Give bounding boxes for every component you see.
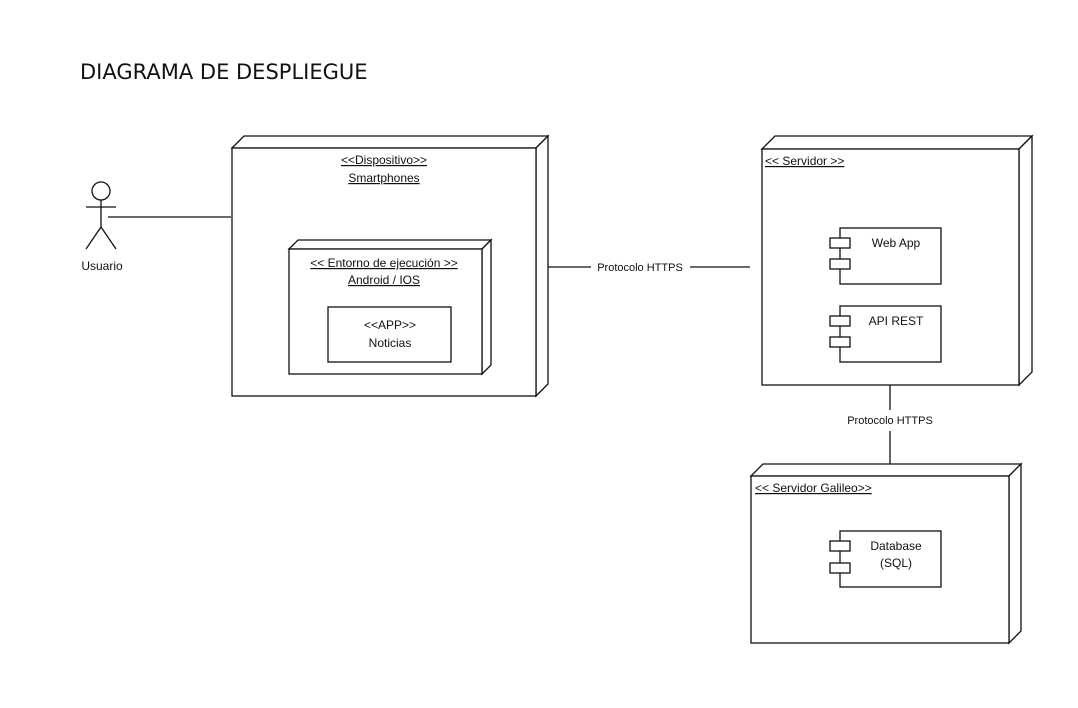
component-api-rest-box [839, 305, 942, 363]
artifact-app-name: Noticias [369, 336, 412, 350]
node-servidor-side-face [1018, 134, 1033, 387]
component-api-rest [829, 305, 942, 363]
component-api-rest-label: API REST [869, 314, 924, 328]
actor-left-leg [85, 226, 102, 250]
component-web-app [829, 227, 942, 285]
node-entorno-side-face [481, 238, 492, 376]
component-database-tab-bottom [829, 562, 851, 574]
component-database-label-line2: (SQL) [880, 556, 912, 570]
component-database-label-line1: Database [870, 539, 922, 553]
component-web-app-tab-bottom [829, 258, 851, 270]
node-entorno-name: Android / IOS [348, 273, 420, 287]
actor-usuario [85, 181, 117, 250]
node-galileo-top-face [749, 463, 1023, 477]
node-dispositivo-name: Smartphones [348, 171, 419, 185]
component-api-rest-tab-top [829, 315, 851, 327]
component-database-tab-top [829, 540, 851, 552]
connection-label-server-galileo: Protocolo HTTPS [847, 415, 933, 427]
node-dispositivo-top-face [230, 135, 550, 149]
component-database [829, 530, 942, 588]
node-dispositivo-stereotype: <<Dispositivo>> [341, 153, 427, 167]
artifact-app-stereotype: <<APP>> [364, 318, 416, 332]
node-dispositivo-side-face [535, 134, 549, 398]
component-database-box [839, 530, 942, 588]
component-web-app-tab-top [829, 237, 851, 249]
node-galileo-side-face [1008, 462, 1022, 645]
component-api-rest-tab-bottom [829, 336, 851, 348]
node-entorno-top-face [287, 239, 493, 250]
artifact-app-box [327, 306, 452, 363]
component-web-app-label: Web App [872, 236, 921, 250]
actor-right-leg [100, 226, 117, 250]
node-servidor-top-face [760, 135, 1034, 150]
actor-label: Usuario [81, 259, 123, 273]
component-web-app-box [839, 227, 942, 285]
node-servidor-stereotype: << Servidor >> [765, 154, 844, 168]
actor-head [91, 181, 111, 201]
node-entorno-stereotype: << Entorno de ejecución >> [310, 256, 457, 270]
page-title: DIAGRAMA DE DESPLIEGUE [80, 60, 368, 84]
connection-label-device-server: Protocolo HTTPS [597, 262, 683, 274]
node-galileo-stereotype: << Servidor Galileo>> [755, 481, 872, 495]
